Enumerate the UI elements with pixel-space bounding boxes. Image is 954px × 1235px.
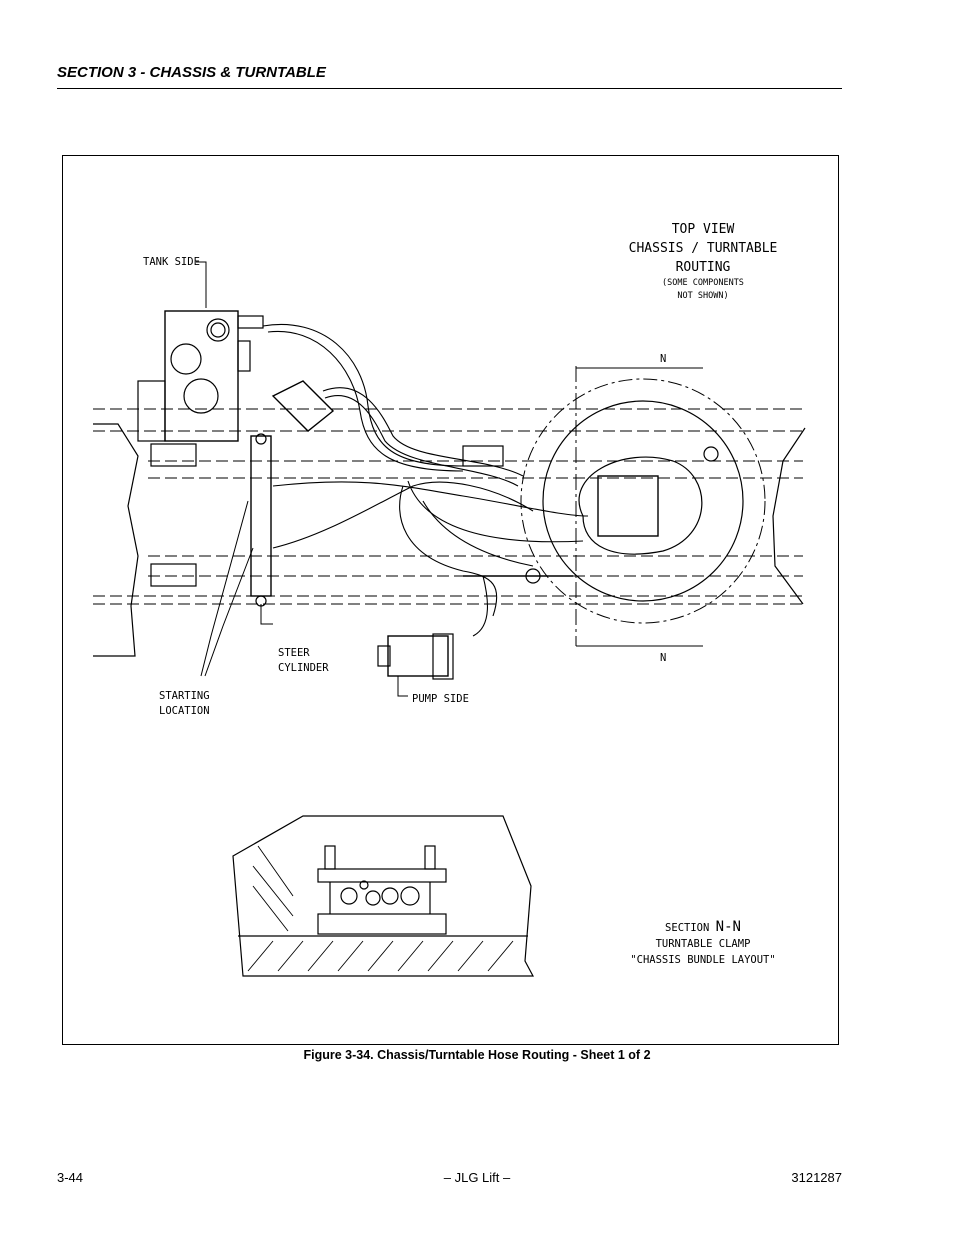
drawing-title-line: CHASSIS / TURNTABLE (628, 241, 778, 256)
steer-cylinder-label-2: CYLINDER (278, 662, 329, 674)
figure-caption: Figure 3-34. Chassis/Turntable Hose Rout… (303, 1048, 651, 1062)
drawing-title-line: ROUTING (675, 260, 731, 275)
drawing-subtitle-line: NOT SHOWN) (677, 291, 729, 301)
section-word: SECTION (665, 922, 710, 934)
hose-routing-drawing (93, 261, 806, 977)
section-marker-top: N (660, 353, 667, 365)
section-title: SECTION 3 - CHASSIS & TURNTABLE (57, 64, 326, 81)
starting-location-label-1: STARTING (159, 690, 210, 702)
section-id: N-N (715, 919, 741, 935)
footer-center: – JLG Lift – (443, 1170, 511, 1185)
section-view-label: SECTION N-N TURNTABLE CLAMP "CHASSIS BUN… (588, 919, 818, 968)
starting-location-label-2: LOCATION (159, 705, 210, 717)
section-marker-bottom: N (660, 652, 667, 664)
header-rule (57, 88, 842, 89)
page-number: 3-44 (57, 1170, 84, 1185)
drawing-title-line: TOP VIEW (671, 222, 735, 237)
tank-side-label: TANK SIDE (143, 256, 200, 268)
steer-cylinder-label-1: STEER (278, 647, 310, 659)
drawing-subtitle-line: (SOME COMPONENTS (662, 278, 744, 288)
doc-number: 3121287 (791, 1170, 842, 1185)
section-line-2: TURNTABLE CLAMP (655, 938, 751, 950)
figure-frame: TOP VIEW CHASSIS / TURNTABLE ROUTING (SO… (62, 155, 839, 1045)
pump-side-label: PUMP SIDE (412, 693, 469, 705)
section-line-3: "CHASSIS BUNDLE LAYOUT" (630, 954, 776, 966)
drawing-title-block: TOP VIEW CHASSIS / TURNTABLE ROUTING (SO… (583, 220, 823, 303)
